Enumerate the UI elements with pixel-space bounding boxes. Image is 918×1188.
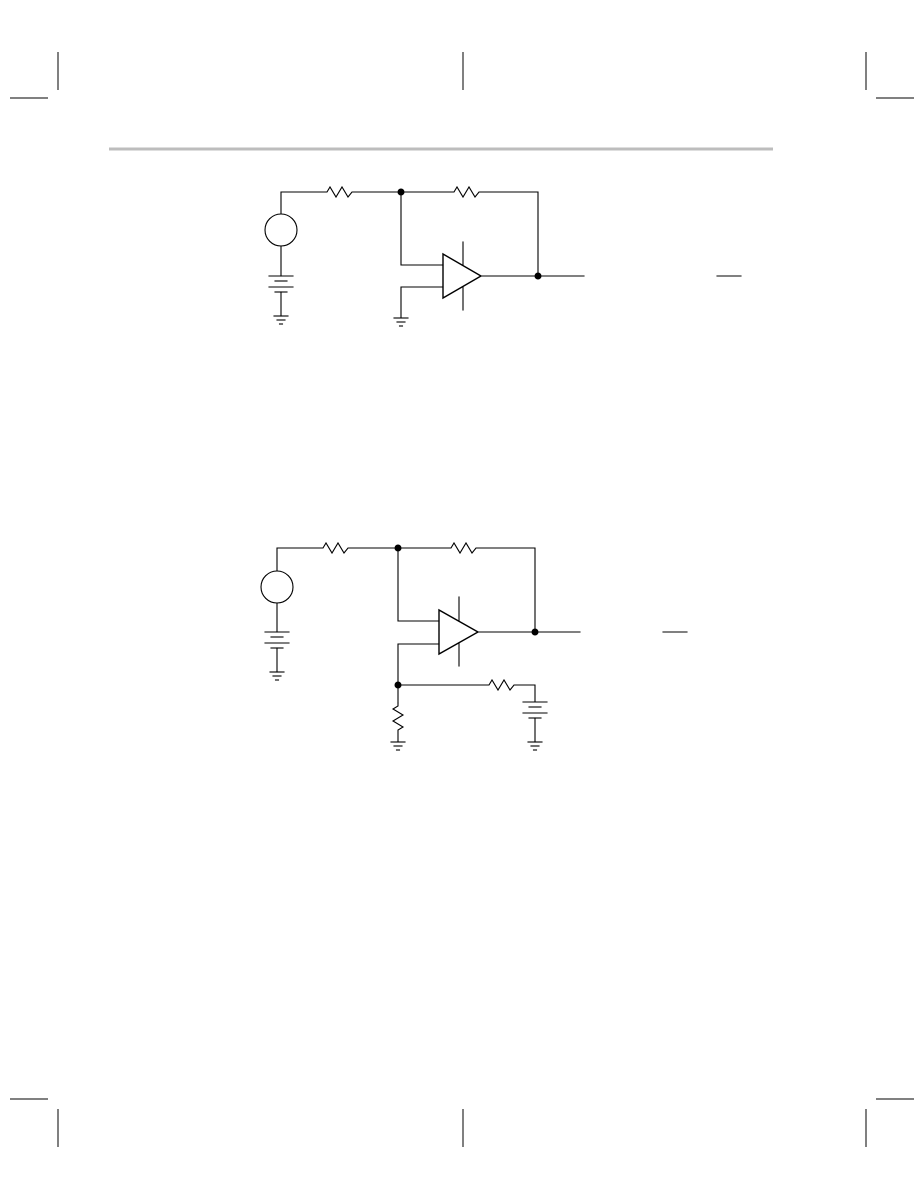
source-battery [268,275,294,293]
crop-marks [10,52,914,1147]
output-node [531,628,539,636]
ground-symbol [390,741,406,751]
bias-resistor [483,678,521,692]
input-resistor [317,541,355,555]
feedback-resistor [445,541,483,555]
ground-symbol [269,671,285,681]
ground-symbol [273,315,289,325]
ground-symbol [393,317,409,327]
feedback-resistor [448,185,486,199]
signal-source [264,213,298,247]
figure-inverting-amplifier [264,185,742,327]
divider-resistor [391,702,405,743]
summing-node [397,188,405,196]
output-node [534,272,542,280]
reference-battery [522,701,548,719]
summing-node [394,544,402,552]
ground-symbol [527,741,543,751]
op-amp [442,252,483,300]
signal-source [260,570,294,604]
input-resistor [321,185,359,199]
figure-inverting-amplifier-with-offset [260,541,688,751]
source-battery [264,631,290,649]
